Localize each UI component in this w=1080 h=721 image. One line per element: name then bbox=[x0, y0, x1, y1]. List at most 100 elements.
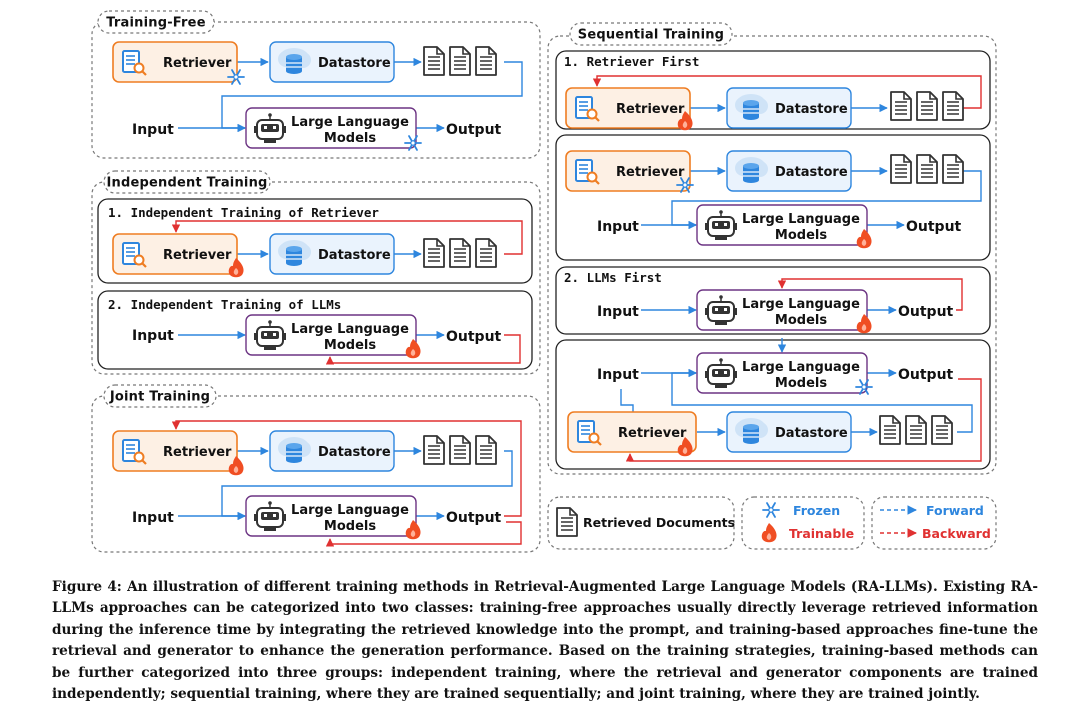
document-icon bbox=[423, 435, 445, 465]
section-title-frame bbox=[103, 170, 271, 194]
backward-arrow bbox=[325, 521, 522, 547]
legend-retrieved-documents: Retrieved Documents bbox=[583, 515, 735, 530]
flame-icon bbox=[761, 523, 777, 543]
section-title-frame bbox=[103, 384, 217, 408]
legend-backward: Backward bbox=[922, 526, 991, 541]
document-icon bbox=[942, 91, 964, 121]
datastore-label: Datastore bbox=[775, 165, 848, 180]
flame-icon bbox=[405, 339, 421, 359]
backward-arrow bbox=[504, 440, 522, 517]
joint-training-title: Joint Training bbox=[103, 384, 217, 408]
document-icon bbox=[556, 507, 578, 537]
document-icon bbox=[449, 238, 471, 268]
backward-arrow bbox=[592, 75, 982, 109]
retriever-label: Retriever bbox=[163, 445, 232, 460]
document-icon bbox=[879, 415, 901, 445]
robot-icon bbox=[705, 210, 737, 240]
llm-frame bbox=[245, 107, 417, 149]
forward-arrow bbox=[671, 368, 973, 433]
input-label: Input bbox=[132, 510, 174, 526]
llm-label-line2: Models bbox=[324, 131, 376, 146]
document-icon bbox=[916, 154, 938, 184]
sequential-training-title: Sequential Training bbox=[569, 22, 733, 46]
training-free-frame bbox=[91, 21, 541, 159]
figure-caption: Figure 4: An illustration of different t… bbox=[52, 579, 1038, 703]
backward-arrow bbox=[171, 420, 522, 440]
output-label: Output bbox=[898, 304, 954, 320]
retriever-box: Retriever bbox=[565, 87, 691, 129]
output-label: Output bbox=[906, 219, 962, 235]
document-icon bbox=[942, 154, 964, 184]
robot-icon bbox=[254, 501, 286, 531]
legend-forward: Forward bbox=[926, 503, 984, 518]
database-cloud-icon bbox=[735, 418, 768, 444]
datastore-box: Datastore bbox=[726, 411, 852, 453]
robot-icon bbox=[705, 358, 737, 388]
llm-label-line2: Models bbox=[775, 313, 827, 328]
backward-arrow bbox=[171, 220, 523, 255]
document-search-icon bbox=[122, 242, 147, 268]
retriever-label: Retriever bbox=[163, 56, 232, 71]
indep-retriever-title: 1. Independent Training of Retriever bbox=[108, 205, 379, 220]
document-icon bbox=[890, 154, 912, 184]
sequential-training-frame bbox=[547, 35, 997, 475]
input-label: Input bbox=[132, 328, 174, 344]
document-stack-icon bbox=[890, 154, 964, 184]
training-free-title: Training-Free bbox=[97, 10, 215, 34]
llm-label-line1: Large Language bbox=[742, 212, 860, 227]
legend-direction-frame bbox=[871, 496, 997, 550]
document-icon bbox=[423, 238, 445, 268]
flame-icon bbox=[856, 314, 872, 334]
retriever-label: Retriever bbox=[616, 102, 685, 117]
legend-frozen: Frozen bbox=[793, 503, 840, 518]
document-search-icon bbox=[575, 96, 600, 122]
document-icon bbox=[475, 238, 497, 268]
retriever-label: Retriever bbox=[618, 426, 687, 441]
llm-label-line2: Models bbox=[775, 376, 827, 391]
input-label: Input bbox=[597, 367, 639, 383]
datastore-box: Datastore bbox=[269, 430, 395, 472]
llm-label-line2: Models bbox=[775, 228, 827, 243]
document-icon bbox=[916, 91, 938, 121]
snowflake-icon bbox=[227, 69, 245, 85]
document-stack-icon bbox=[423, 46, 497, 76]
legend-documents-frame bbox=[547, 496, 735, 550]
flame-icon bbox=[405, 520, 421, 540]
document-icon bbox=[423, 46, 445, 76]
robot-icon bbox=[254, 113, 286, 143]
input-label: Input bbox=[597, 219, 639, 235]
input-label: Input bbox=[132, 122, 174, 138]
datastore-label: Datastore bbox=[318, 445, 391, 460]
output-label: Output bbox=[446, 510, 502, 526]
document-icon bbox=[890, 91, 912, 121]
indep-llm-title: 2. Independent Training of LLMs bbox=[108, 297, 341, 312]
llm-label-line1: Large Language bbox=[291, 503, 409, 518]
flame-icon bbox=[677, 111, 693, 131]
llm-frame bbox=[245, 495, 417, 537]
document-icon bbox=[475, 46, 497, 76]
datastore-box: Datastore bbox=[269, 233, 395, 275]
retriever-box: Retriever bbox=[565, 150, 691, 192]
document-icon bbox=[449, 435, 471, 465]
document-icon bbox=[449, 46, 471, 76]
snowflake-icon bbox=[676, 177, 694, 193]
backward-arrow bbox=[777, 278, 963, 311]
datastore-label: Datastore bbox=[775, 102, 848, 117]
datastore-box: Datastore bbox=[269, 41, 395, 83]
document-icon bbox=[905, 415, 927, 445]
flame-icon bbox=[677, 437, 693, 457]
llm-frame bbox=[696, 289, 868, 331]
document-stack-icon bbox=[423, 238, 497, 268]
section-title-frame bbox=[97, 10, 215, 34]
llm-label-line1: Large Language bbox=[742, 297, 860, 312]
llm-label-line1: Large Language bbox=[742, 360, 860, 375]
flame-icon bbox=[228, 456, 244, 476]
database-cloud-icon bbox=[278, 240, 311, 266]
independent-training-frame bbox=[91, 181, 541, 375]
llm-frame bbox=[696, 352, 868, 394]
legend-trainable: Trainable bbox=[789, 526, 854, 541]
